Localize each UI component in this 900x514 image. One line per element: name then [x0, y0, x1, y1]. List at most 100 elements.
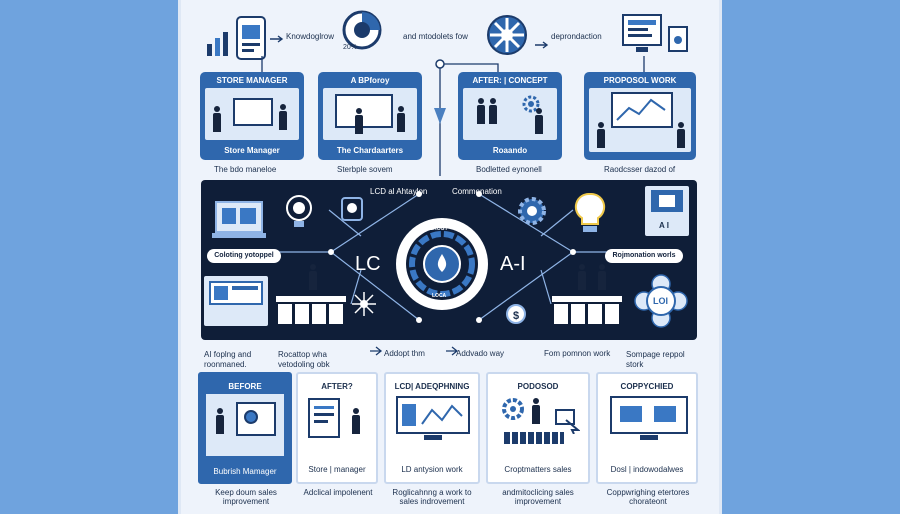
bar-chart-icon [205, 32, 233, 56]
panel-subtitle: The Chardaarters [336, 146, 404, 155]
presentation-monitor-icon [610, 396, 688, 442]
person-figure [477, 98, 485, 124]
gauge-circle [342, 10, 382, 50]
top-label-1: Knowdoglrow [286, 32, 335, 41]
bottom-caption-1: Keep doum sales improvement [200, 488, 292, 506]
panel-title: A BPforoy [350, 76, 390, 85]
dollar-sign: $ [512, 310, 520, 322]
panel-title: STORE MANAGER [216, 76, 288, 85]
chart-monitor-icon [396, 396, 470, 442]
ai-badge-label: A I [659, 221, 669, 230]
pointer-hand-icon [554, 408, 581, 435]
phone-icon [236, 16, 266, 60]
caption-ai-planning: AI foplng and roonmaned. [204, 350, 274, 370]
bottom-caption-3: Roglicahnng a work to sales indrovement [384, 488, 480, 506]
keyboard-icon [504, 432, 564, 444]
ai-badge-panel: A I [645, 186, 689, 236]
left-pill-label: Coloting yotoppel [207, 249, 281, 263]
gear-icon [521, 94, 541, 114]
caption-rocattop: Rocattop wha vetodoling obk [278, 350, 350, 370]
fan-wheel-icon [486, 14, 528, 56]
person-figure [535, 108, 543, 134]
person-figure [597, 122, 605, 148]
caption-addvado: Addvado way [456, 350, 504, 358]
arrow-right-icon [270, 30, 284, 43]
person-figure [532, 398, 540, 424]
card-lcd: LCD| ADEQPHNING LD antysion work [384, 372, 480, 484]
top-label-2: and mtodolets fow [403, 32, 468, 41]
panel-title: PROPOSOL WORK [603, 76, 677, 85]
middle-header-left: LCD al Ahtaylon [370, 187, 428, 196]
panel-scene [205, 88, 299, 140]
gear-icon [500, 396, 526, 422]
panel-caption: The bdo maneloe [214, 165, 277, 174]
top-label-3: deprondaction [551, 32, 602, 41]
card-title: AFTER? [321, 382, 353, 391]
card-coppychied: COPPYCHIED Dosl | indowodalwes [596, 372, 698, 484]
panel-caption: Raodcsser dazod of [604, 165, 676, 174]
person-figure [279, 104, 287, 130]
panel-subtitle: Store Manager [224, 146, 280, 155]
person-figure [598, 264, 606, 290]
panel-concept-a: A BPforoy The Chardaarters [318, 72, 422, 160]
monitor [335, 94, 393, 128]
card-foot: Store | manager [308, 465, 366, 474]
caption-text: Rocattop wha vetodoling obk [278, 350, 330, 369]
panel-caption: Sterbple sovem [337, 165, 393, 174]
badge-icon [340, 196, 364, 222]
card-foot: LD antysion work [401, 465, 463, 474]
connector-lines [261, 56, 645, 176]
caption-text: Roglicahnng a work to sales indrovement [392, 488, 472, 506]
person-figure [489, 98, 497, 124]
desk-scene-left [204, 276, 268, 326]
card-before: BEFORE Bubrish Mamager [198, 372, 292, 484]
file-icon [668, 26, 688, 52]
arrow-right-icon [535, 36, 549, 49]
caption-text: Addvado way [456, 349, 505, 358]
document-icon [308, 398, 340, 438]
person-figure [213, 106, 221, 132]
center-hub: UMEROGY LOCA [392, 214, 492, 314]
person-figure [355, 108, 363, 134]
caption-text: andmitoclicing sales improvement [502, 488, 574, 506]
monitor [233, 98, 273, 126]
bottom-caption-5: Coppwrighing etertores chorateont [598, 488, 698, 506]
network-node-icon [350, 290, 378, 318]
center-left-label: LC [355, 253, 381, 275]
person-figure [677, 122, 685, 148]
caption-sompage: Sompage reppol stork [626, 350, 690, 370]
caption-text: Adclical impolenent [303, 488, 373, 497]
caption-text: Coppwrighing etertores chorateont [606, 488, 690, 506]
lol-badge-label: LOI [653, 296, 668, 306]
middle-header-right: Commenation [452, 187, 502, 196]
card-title: COPPYCHIED [620, 382, 674, 391]
person-figure [216, 408, 224, 434]
caption-text: Sompage reppol stork [626, 350, 685, 369]
dollar-coin-icon: $ [506, 304, 526, 324]
center-right-label: A-I [500, 253, 526, 275]
caption-fom: Fom pomnon work [544, 350, 610, 358]
card-after: AFTER? Store | manager [296, 372, 378, 484]
card-title: PODOSOD [517, 382, 559, 391]
panel-scene [589, 88, 691, 152]
caption-text: Keep doum sales improvement [215, 488, 277, 506]
laptop-icon [212, 200, 266, 240]
panel-scene [323, 88, 417, 140]
panel-proposal-work: PROPOSOL WORK [584, 72, 696, 160]
document-monitor-icon [622, 14, 662, 54]
caption-text: Fom pomnon work [544, 349, 611, 358]
panel-scene [463, 88, 557, 140]
chart-monitor [611, 92, 673, 128]
card-scene [206, 394, 284, 456]
panel-title: AFTER: | CONCEPT [472, 76, 548, 85]
card-foot: Bubrish Mamager [213, 467, 277, 476]
ring-top-label: UMEROGY [422, 226, 448, 232]
person-figure [578, 264, 586, 290]
caption-text: AI foplng and roonmaned. [204, 350, 252, 369]
ring-bottom-label: LOCA [432, 293, 447, 299]
card-title: LCD| ADEQPHNING [394, 382, 470, 391]
panel-caption: Bodletted eynonell [476, 165, 542, 174]
mid-arrows [370, 346, 459, 356]
person-figure [397, 106, 405, 132]
person-figure [309, 264, 317, 290]
